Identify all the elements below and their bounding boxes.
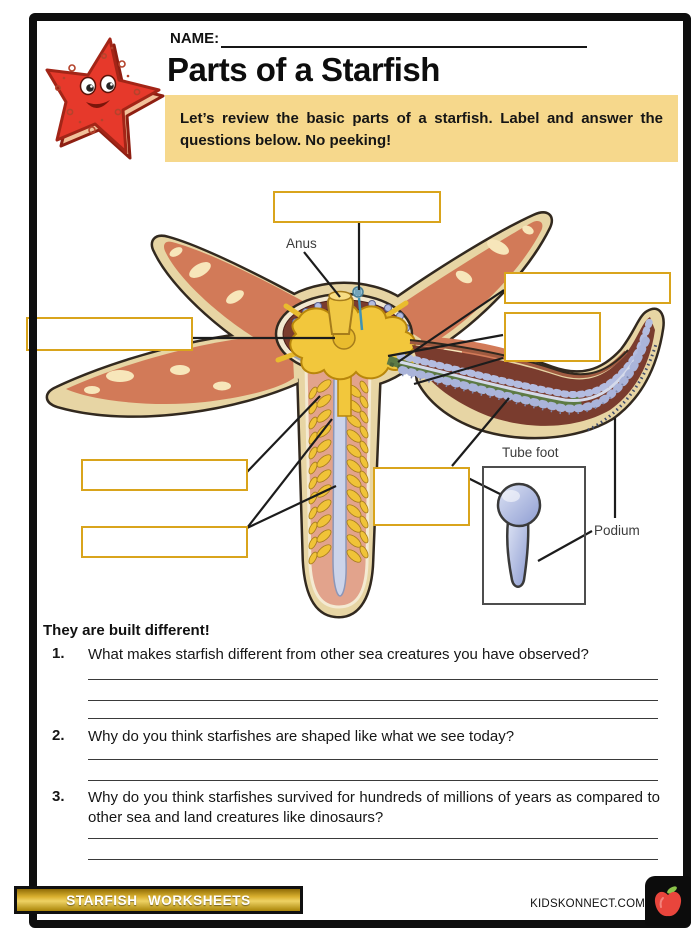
question-3-text: Why do you think starfishes survived for…: [88, 789, 660, 826]
tube-foot-annotation: Tube foot: [502, 445, 559, 460]
answer-line[interactable]: [88, 700, 658, 701]
instruction-text: Let’s review the basic parts of a starfi…: [180, 110, 663, 149]
answer-line[interactable]: [88, 838, 658, 839]
label-box-top[interactable]: [273, 191, 441, 223]
starfish-mascot-icon: [45, 37, 165, 160]
question-2-text: Why do you think starfishes are shaped l…: [88, 728, 515, 745]
page-title: Parts of a Starfish: [167, 51, 440, 88]
question-1-number: 1.: [52, 645, 65, 662]
label-box-left[interactable]: [26, 317, 193, 351]
tube-foot-inset-frame: [482, 466, 586, 605]
answer-line[interactable]: [88, 718, 658, 719]
label-box-right[interactable]: [504, 312, 601, 362]
site-label: KIDSKONNECT.COM: [530, 898, 645, 910]
answer-line[interactable]: [88, 679, 658, 680]
bottom-arm-interior: [304, 362, 372, 609]
answer-line[interactable]: [88, 859, 658, 860]
question-1-text: What makes starfish different from other…: [88, 646, 589, 663]
worksheet-badge-text: STARFISH WORKSHEETS: [66, 892, 251, 908]
label-box-center[interactable]: [373, 467, 470, 526]
label-box-upper-right[interactable]: [504, 272, 671, 304]
anus-annotation: Anus: [286, 236, 317, 251]
apple-icon: [654, 886, 682, 917]
label-connector-lines: [192, 221, 617, 562]
worksheet-badge: STARFISH WORKSHEETS: [14, 886, 303, 914]
instruction-box: Let’s review the basic parts of a starfi…: [165, 95, 678, 162]
right-arm-interior: [386, 316, 658, 432]
podium-annotation: Podium: [594, 523, 640, 538]
answer-line[interactable]: [88, 759, 658, 760]
question-3-number: 3.: [52, 788, 65, 805]
brand-logo: [645, 876, 691, 926]
label-box-lower-left-2[interactable]: [81, 526, 248, 558]
name-blank-line[interactable]: [221, 28, 587, 48]
tube-foot-inset-drawing: [496, 482, 542, 588]
question-2-number: 2.: [52, 727, 65, 744]
label-box-lower-left-1[interactable]: [81, 459, 248, 491]
answer-line[interactable]: [88, 780, 658, 781]
name-label: NAME:: [170, 30, 220, 47]
questions-heading: They are built different!: [43, 622, 210, 639]
